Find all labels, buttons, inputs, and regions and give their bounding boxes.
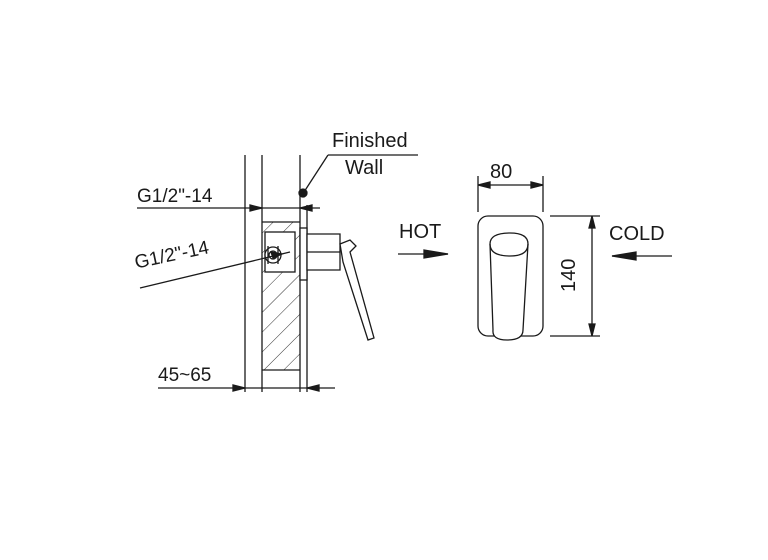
- front-view: [398, 176, 672, 341]
- finished-leader-dot: [298, 188, 308, 198]
- wall-label: Wall: [345, 157, 384, 179]
- height-arrow-bottom: [588, 323, 596, 337]
- width-arrow-right: [530, 181, 544, 189]
- thread-angled-arrow: [270, 251, 285, 259]
- height-arrow-top: [588, 215, 596, 229]
- depth-range-label: 45~65: [158, 365, 212, 386]
- thread-top-arrow: [249, 204, 263, 212]
- depth-arrow-right: [306, 384, 320, 392]
- hot-arrow-head: [423, 249, 449, 259]
- thread-size-top-label: G1/2"-14: [137, 186, 213, 207]
- depth-arrow-left: [232, 384, 246, 392]
- handle-lever: [339, 239, 375, 341]
- thread-top-arrow-right: [299, 204, 313, 212]
- cold-arrow-head: [611, 251, 637, 261]
- height-label: 140: [558, 258, 580, 292]
- cold-label: COLD: [609, 223, 665, 245]
- width-arrow-left: [477, 181, 491, 189]
- side-view: [137, 154, 418, 392]
- thread-angled-leader: [139, 251, 291, 289]
- finished-label: Finished: [332, 130, 408, 152]
- hot-label: HOT: [399, 221, 442, 243]
- handle-front: [489, 232, 529, 341]
- faceplate-side: [299, 227, 308, 281]
- finished-leader-diag: [303, 154, 329, 193]
- handle-front-cap: [489, 243, 529, 257]
- width-label: 80: [490, 161, 513, 183]
